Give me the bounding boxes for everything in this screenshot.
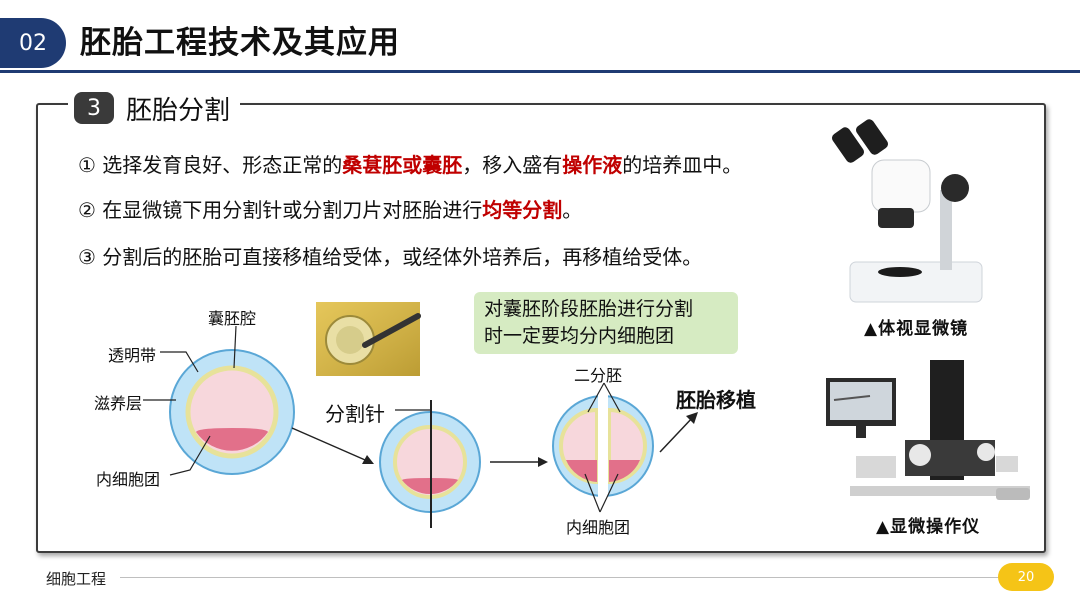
label-zona-pellucida: 透明带 (108, 346, 157, 365)
step-1-emphasis-a: 桑葚胚或囊胚 (342, 153, 463, 177)
section-number-badge: 02 (0, 18, 66, 68)
note-line-2: 时一定要均分内细胞团 (484, 325, 675, 347)
inner-cell-mass-shape (196, 428, 268, 451)
step-2-number: ② (78, 198, 96, 222)
caption-micromanipulator: ▲显微操作仪 (876, 517, 981, 537)
section-title: 胚胎分割 (126, 95, 231, 126)
stereo-microscope-image (832, 119, 983, 303)
label-splitting-needle: 分割针 (325, 402, 385, 426)
step-2-emphasis: 均等分割 (482, 198, 563, 222)
step-1-text-a: 选择发育良好、形态正常的 (95, 153, 343, 177)
step-1-number: ① (78, 153, 96, 177)
label-inner-cell-mass-2: 内细胞团 (566, 518, 631, 537)
step-2: ② 在显微镜下用分割针或分割刀片对胚胎进行均等分割。 (78, 196, 582, 224)
note-box: 对囊胚阶段胚胎进行分割 时一定要均分内细胞团 (474, 292, 738, 354)
label-inner-cell-mass: 内细胞团 (96, 470, 161, 489)
microscopy-photo (316, 302, 421, 376)
embryo-being-split (379, 400, 481, 528)
step-1-text-c: 的培养皿中。 (622, 153, 743, 177)
header-divider (0, 70, 1080, 73)
micromanipulator-image (826, 360, 1030, 500)
section-heading: 3 胚胎分割 (68, 88, 241, 128)
split-embryo-halves (552, 392, 654, 502)
page-title: 胚胎工程技术及其应用 (80, 25, 400, 61)
step-1: ① 选择发育良好、形态正常的桑葚胚或囊胚，移入盛有操作液的培养皿中。 (78, 151, 742, 179)
footer-title: 细胞工程 (46, 570, 107, 588)
note-line-1: 对囊胚阶段胚胎进行分割 (484, 298, 694, 320)
label-embryo-transfer: 胚胎移植 (676, 388, 756, 412)
step-3-number: ③ (78, 245, 96, 269)
step-2-text-b: 。 (562, 198, 583, 222)
step-1-text-b: ，移入盛有 (462, 153, 563, 177)
page-number: 20 (998, 563, 1054, 591)
footer-divider (120, 577, 1000, 578)
blastocyst-illustration (169, 349, 295, 475)
step-3-text: 分割后的胚胎可直接移植给受体，或经体外培养后，再移植给受体。 (95, 245, 703, 269)
step-1-emphasis-b: 操作液 (562, 153, 623, 177)
label-trophoblast: 滋养层 (94, 394, 143, 413)
section-number: 3 (74, 92, 114, 124)
step-3: ③ 分割后的胚胎可直接移植给受体，或经体外培养后，再移植给受体。 (78, 243, 702, 271)
caption-stereo-microscope: ▲体视显微镜 (864, 319, 969, 339)
label-half-embryos: 二分胚 (574, 366, 623, 385)
label-blastocoel: 囊胚腔 (208, 309, 257, 328)
step-2-text-a: 在显微镜下用分割针或分割刀片对胚胎进行 (95, 198, 483, 222)
